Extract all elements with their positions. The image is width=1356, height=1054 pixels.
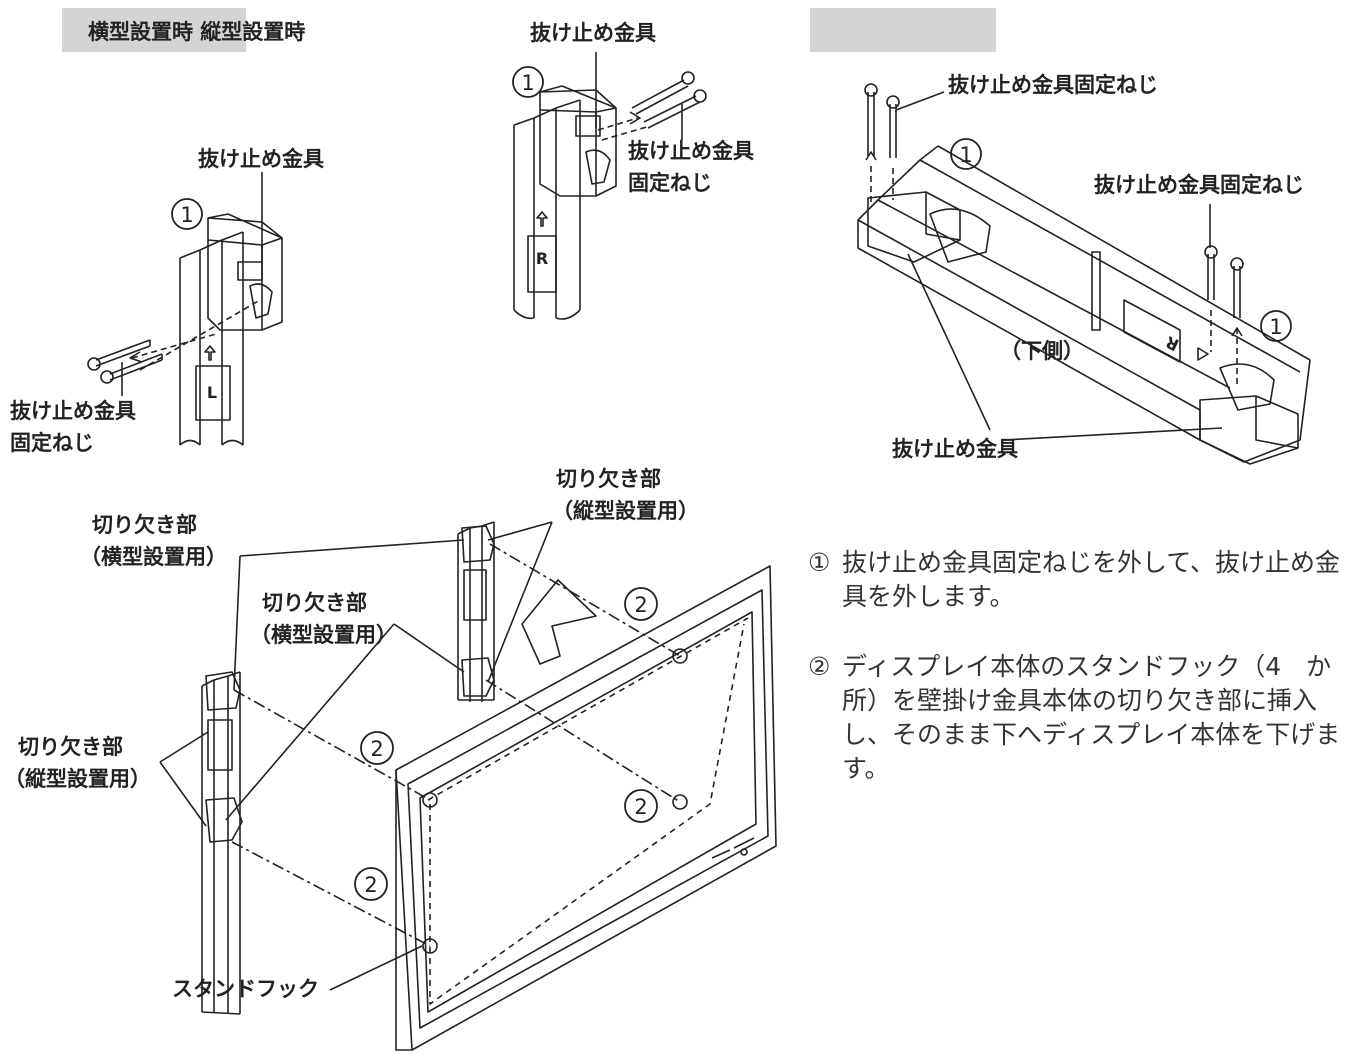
- marker-number-2c: 2: [634, 795, 647, 819]
- lift-arrow: [521, 579, 597, 665]
- marker-circle-1d: [1260, 310, 1292, 342]
- bracket-center-r: [513, 85, 617, 320]
- instruction-step-1: ① 抜け止め金具固定ねじを外して、抜け止め金具を外します。: [808, 546, 1348, 614]
- step-2-text: ディスプレイ本体のスタンドフック（4 か所）を壁掛け金具本体の切り欠き部に挿入し…: [842, 652, 1341, 783]
- label-screw-right-mid: 抜け止め金具固定ねじ: [1094, 173, 1304, 197]
- marker-number-2d: 2: [364, 873, 377, 897]
- label-screw-center-line2: 固定ねじ: [628, 171, 712, 195]
- marker-number-1b: 1: [521, 71, 534, 95]
- step-2-number: ②: [808, 652, 831, 681]
- header-title-left: 横型設置時 縦型設置時: [88, 20, 306, 44]
- marker-number-1d: 1: [1269, 315, 1282, 339]
- screws-right: [864, 83, 1244, 388]
- bracket-bottom-left: [201, 671, 243, 1015]
- screws-left: [87, 299, 261, 384]
- bracket-bottom-center: [457, 521, 495, 702]
- label-notch-horizontal-mid-line2: （横型設置用）: [250, 623, 397, 647]
- guide-lines: [231, 543, 681, 947]
- header-tab-left: [62, 8, 246, 52]
- header-tab-right: [810, 8, 996, 52]
- instruction-step-2: ② ディスプレイ本体のスタンドフック（4 か所）を壁掛け金具本体の切り欠き部に挿…: [808, 650, 1348, 786]
- marker-circle-1b: [512, 66, 544, 98]
- label-screw-center-line1: 抜け止め金具: [628, 139, 754, 163]
- marker-number-1a: 1: [180, 203, 193, 227]
- bracket-letter-r-rail: R: [1163, 332, 1182, 354]
- label-notch-vertical-top-line2: （縦型設置用）: [552, 499, 699, 523]
- label-notch-vertical-left-line1: 切り欠き部: [18, 735, 123, 759]
- label-notch-vertical-top-line1: 切り欠き部: [556, 467, 661, 491]
- marker-number-1c: 1: [959, 143, 972, 167]
- label-notch-horizontal-left-line2: （横型設置用）: [80, 545, 227, 569]
- label-notch-horizontal-left-line1: 切り欠き部: [92, 513, 197, 537]
- marker-number-2a: 2: [634, 593, 647, 617]
- marker-circle-2a: [624, 587, 658, 621]
- label-stopper-top-center: 抜け止め金具: [530, 21, 656, 45]
- label-notch-vertical-left-line2: （縦型設置用）: [4, 767, 151, 791]
- marker-circle-2d: [354, 867, 388, 901]
- step-1-text: 抜け止め金具固定ねじを外して、抜け止め金具を外します。: [842, 548, 1341, 611]
- marker-number-2b: 2: [370, 737, 383, 761]
- bracket-letter-r-center: R: [536, 249, 548, 268]
- label-screw-left-line1: 抜け止め金具: [10, 399, 136, 423]
- bracket-left-l: [179, 213, 283, 446]
- marker-circle-2c: [624, 789, 658, 823]
- screws-center: [597, 71, 707, 141]
- label-underside: （下側）: [1000, 339, 1084, 363]
- step-1-number: ①: [808, 548, 831, 577]
- label-stopper-right-bottom: 抜け止め金具: [892, 437, 1018, 461]
- rail-horizontal: [857, 145, 1311, 465]
- label-screw-left-line2: 固定ねじ: [10, 431, 94, 455]
- display-panel: [395, 565, 777, 1051]
- marker-circle-2b: [360, 731, 394, 765]
- label-stopper-top-left: 抜け止め金具: [198, 147, 324, 171]
- label-notch-horizontal-mid-line1: 切り欠き部: [262, 591, 367, 615]
- marker-circle-1a: [171, 198, 203, 230]
- marker-circle-1c: [950, 138, 982, 170]
- label-stand-hook: スタンドフック: [172, 977, 319, 1001]
- bracket-letter-l: L: [207, 383, 217, 402]
- label-screw-right-top: 抜け止め金具固定ねじ: [948, 73, 1158, 97]
